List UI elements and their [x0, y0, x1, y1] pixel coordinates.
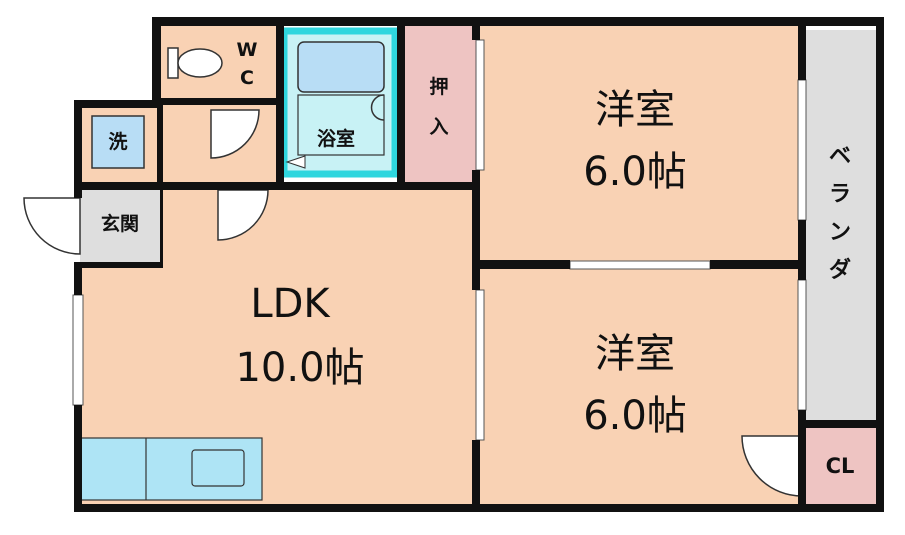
washer-pan	[91, 115, 145, 169]
western-lower-size: 6.0帖	[583, 393, 687, 439]
floor-western-upper	[480, 25, 802, 265]
floor-closet	[802, 428, 878, 505]
veranda-char-1: ベ	[828, 144, 851, 169]
floor-western-lower	[480, 265, 802, 505]
floor-veranda	[802, 30, 878, 423]
western-upper-size: 6.0帖	[583, 149, 687, 195]
floor-entrance	[80, 190, 160, 265]
window-upper-veranda	[797, 79, 807, 221]
door-entrance	[23, 197, 81, 255]
western-upper-name: 洋室	[595, 87, 675, 133]
entrance-label: 玄関	[100, 213, 139, 235]
veranda-char-4: ダ	[828, 258, 851, 283]
toilet-icon	[167, 47, 223, 79]
washer-label: 洗	[108, 131, 128, 153]
bath-drain-arc	[370, 94, 385, 121]
kitchen-counter	[79, 437, 263, 501]
veranda-char-3: ン	[828, 220, 851, 245]
window-ldk-west	[72, 294, 84, 406]
veranda-char-2: ラ	[828, 182, 851, 207]
ldk-name: LDK	[250, 281, 330, 327]
western-lower-name: 洋室	[595, 331, 675, 377]
wc-label-bottom: C	[240, 67, 254, 89]
floor-oshiire	[402, 25, 480, 183]
bath-door-arrow	[285, 155, 306, 169]
window-lower-veranda	[797, 279, 807, 411]
ldk-size: 10.0帖	[235, 345, 365, 391]
door-hall	[217, 189, 269, 241]
door-between-western	[569, 260, 711, 270]
door-closet	[741, 435, 803, 497]
bathtub	[297, 41, 385, 93]
door-toilet	[210, 109, 260, 159]
oshiire-label-bottom: 入	[429, 116, 449, 138]
closet-label: CL	[825, 454, 855, 478]
door-western-lower	[475, 289, 485, 441]
wc-label-top: W	[236, 39, 258, 61]
shower-area	[297, 94, 385, 156]
door-oshiire-side	[475, 39, 485, 171]
bath-label: 浴室	[316, 128, 355, 150]
oshiire-label-top: 押	[429, 76, 449, 98]
